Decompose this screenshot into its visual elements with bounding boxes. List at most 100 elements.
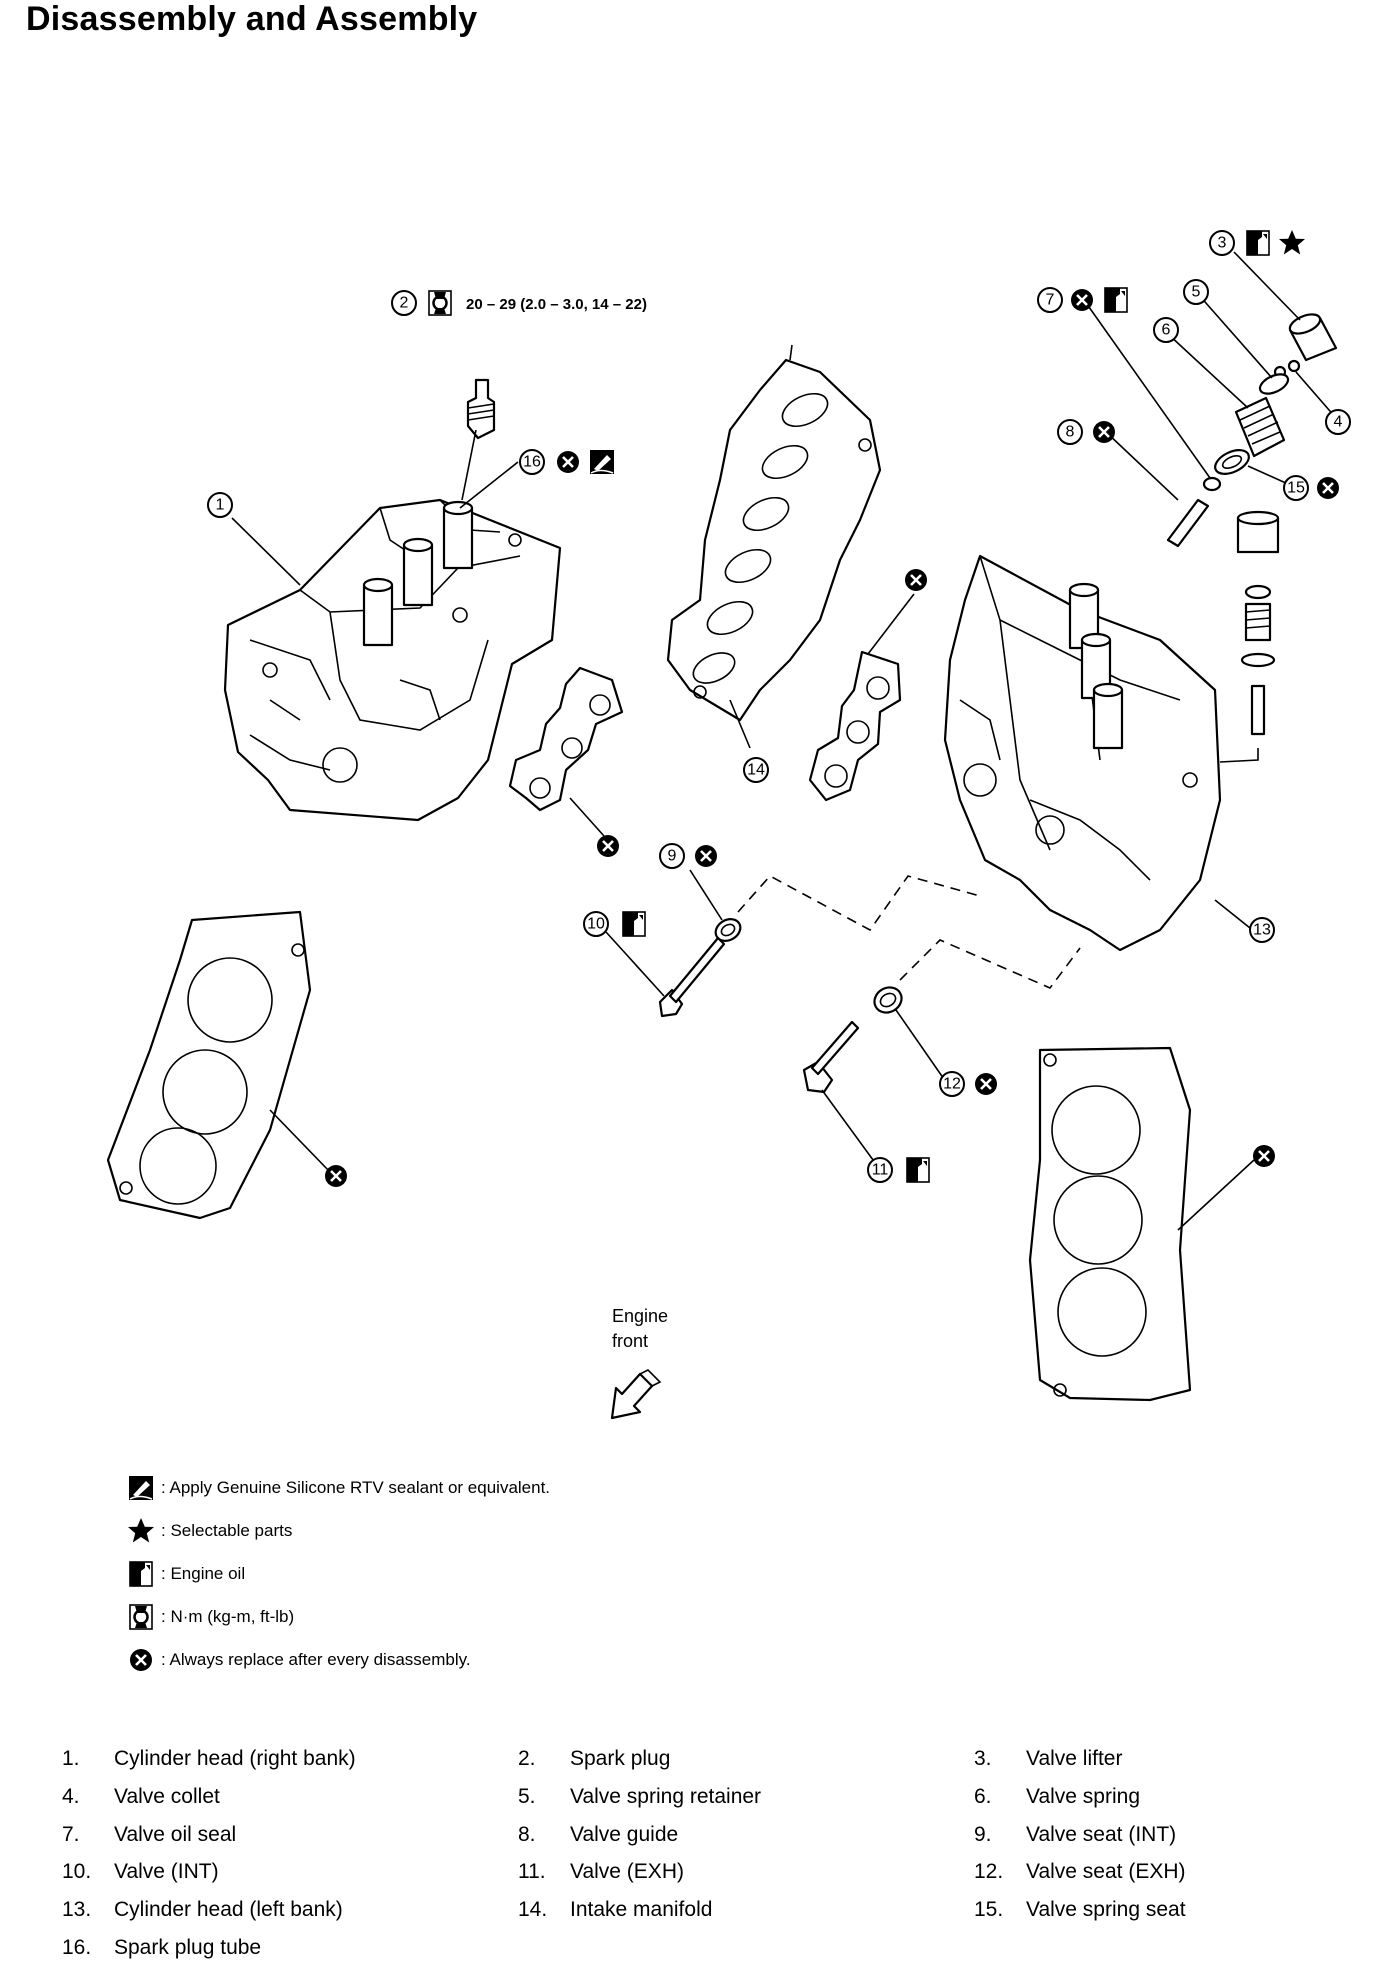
- svg-text:1: 1: [216, 497, 225, 514]
- exploded-diagram: 1 2 20 – 29 (2.0 – 3.0, 14 – 22) 3 4 5 6…: [106, 230, 1351, 1420]
- intake-gasket-left: [808, 650, 902, 802]
- cylinder-head-left-bank: [943, 554, 1222, 952]
- callout-6: 6: [1153, 317, 1179, 343]
- intake-manifold: [666, 344, 882, 722]
- star-icon: [128, 1518, 154, 1543]
- engine-front-arrow-icon: [610, 1369, 662, 1420]
- leader-2: [461, 429, 477, 501]
- callout-10: 10: [583, 911, 646, 937]
- valve-spring-retainer: [1258, 373, 1290, 395]
- parts-list-item: 1.Cylinder head (right bank): [62, 1747, 356, 1770]
- parts-list-item: 8.Valve guide: [518, 1823, 679, 1846]
- intake-gasket-right: [508, 666, 624, 812]
- legend-text-sealant: : Apply Genuine Silicone RTV sealant or …: [161, 1478, 551, 1497]
- parts-list-item: 13.Cylinder head (left bank): [62, 1898, 343, 1921]
- leader-1: [231, 517, 301, 586]
- leader-replace-gasket-l: [867, 593, 915, 655]
- svg-text:12: 12: [943, 1076, 961, 1093]
- parts-list-item: 2.Spark plug: [518, 1747, 671, 1770]
- svg-text:10: 10: [587, 916, 605, 933]
- parts-list-item: 12.Valve seat (EXH): [974, 1860, 1186, 1883]
- leader-4: [1295, 371, 1337, 419]
- callout-5: 5: [1183, 279, 1209, 305]
- legend-row-sealant: : Apply Genuine Silicone RTV sealant or …: [126, 1473, 550, 1503]
- svg-text:8: 8: [1066, 424, 1075, 441]
- valve-exh: [802, 1020, 860, 1094]
- replace-icon-gasket-left: [903, 567, 929, 593]
- callout-2: 2 20 – 29 (2.0 – 3.0, 14 – 22): [391, 289, 647, 317]
- svg-text:15: 15: [1287, 480, 1305, 497]
- engine-oil-icon: [129, 1561, 153, 1587]
- legend-row-replace: : Always replace after every disassembly…: [126, 1645, 471, 1675]
- callout-14: 14: [743, 757, 769, 783]
- leader-5: [1197, 293, 1273, 379]
- valve-spring-seat: [1214, 449, 1250, 475]
- callout-7: 7: [1037, 287, 1128, 313]
- valve-stack-exploded: [1219, 510, 1280, 763]
- leader-13: [1214, 899, 1251, 929]
- valve-guide: [1166, 498, 1210, 548]
- svg-text:7: 7: [1046, 292, 1055, 309]
- valve-lifter: [1288, 313, 1338, 362]
- valve-spring: [1234, 396, 1286, 458]
- leader-replace-gasket-r: [569, 797, 605, 837]
- leader-8: [1105, 431, 1179, 501]
- callout-16: 16: [519, 449, 615, 475]
- leader-12: [895, 1009, 947, 1083]
- parts-list-item: 11.Valve (EXH): [518, 1860, 684, 1883]
- legend-row-torque: : N·m (kg-m, ft-lb): [126, 1602, 294, 1632]
- torque-spec: 20 – 29 (2.0 – 3.0, 14 – 22): [466, 296, 647, 313]
- parts-list-item: 3.Valve lifter: [974, 1747, 1123, 1770]
- leader-replace-head-gasket-r: [269, 1109, 331, 1173]
- legend-text-oil: : Engine oil: [161, 1564, 246, 1583]
- leader-10: [605, 931, 665, 997]
- callout-4: 4: [1325, 409, 1351, 435]
- valve-exh-path: [899, 939, 1081, 989]
- valve-oil-seal: [1202, 476, 1222, 492]
- parts-list-item: 6.Valve spring: [974, 1785, 1141, 1808]
- parts-list-item: 7.Valve oil seal: [62, 1823, 237, 1846]
- svg-text:9: 9: [668, 848, 677, 865]
- head-gasket-right: [106, 910, 312, 1220]
- leader-15: [1247, 465, 1289, 485]
- parts-list-item: 14.Intake manifold: [518, 1898, 713, 1921]
- parts-list-item: 5.Valve spring retainer: [518, 1785, 762, 1808]
- svg-text:4: 4: [1334, 414, 1343, 431]
- callout-9: 9: [659, 843, 719, 869]
- legend-row-selectable: : Selectable parts: [126, 1516, 292, 1546]
- parts-list-item: 15.Valve spring seat: [974, 1898, 1186, 1921]
- leader-9: [689, 869, 723, 921]
- leader-7: [1083, 299, 1211, 479]
- legend-text-selectable: : Selectable parts: [161, 1521, 293, 1540]
- leader-14: [729, 699, 751, 749]
- parts-list-item: 16.Spark plug tube: [62, 1936, 262, 1959]
- legend-text-replace: : Always replace after every disassembly…: [161, 1650, 471, 1669]
- leader-11: [821, 1089, 877, 1165]
- leader-replace-head-gasket-l: [1177, 1159, 1255, 1231]
- svg-text:5: 5: [1192, 284, 1201, 301]
- parts-list-item: 10.Valve (INT): [62, 1860, 219, 1883]
- svg-text:6: 6: [1162, 322, 1171, 339]
- callout-8: 8: [1057, 419, 1117, 445]
- parts-list-item: 9.Valve seat (INT): [974, 1823, 1177, 1846]
- replace-icon-head-gasket-right: [323, 1163, 349, 1189]
- replace-icon-gasket-right: [595, 833, 621, 859]
- callout-11: 11: [867, 1157, 930, 1183]
- svg-text:11: 11: [872, 1162, 889, 1179]
- callout-1: 1: [207, 492, 233, 518]
- valve-int-path: [737, 874, 981, 932]
- svg-text:14: 14: [747, 762, 765, 779]
- page-title: Disassembly and Assembly: [26, 0, 478, 38]
- callout-13: 13: [1249, 917, 1275, 943]
- callout-3: 3: [1209, 230, 1305, 256]
- head-gasket-left: [1028, 1046, 1192, 1402]
- legend-row-oil: : Engine oil: [126, 1559, 245, 1589]
- valve-seat-int: [714, 918, 742, 942]
- cylinder-head-right-bank: [223, 498, 562, 822]
- callout-15: 15: [1283, 475, 1341, 501]
- spark-plug: [466, 378, 496, 440]
- parts-list-item: 4.Valve collet: [62, 1785, 220, 1808]
- sealant-icon: [128, 1475, 154, 1501]
- svg-text:2: 2: [400, 295, 409, 312]
- leader-6: [1167, 333, 1249, 409]
